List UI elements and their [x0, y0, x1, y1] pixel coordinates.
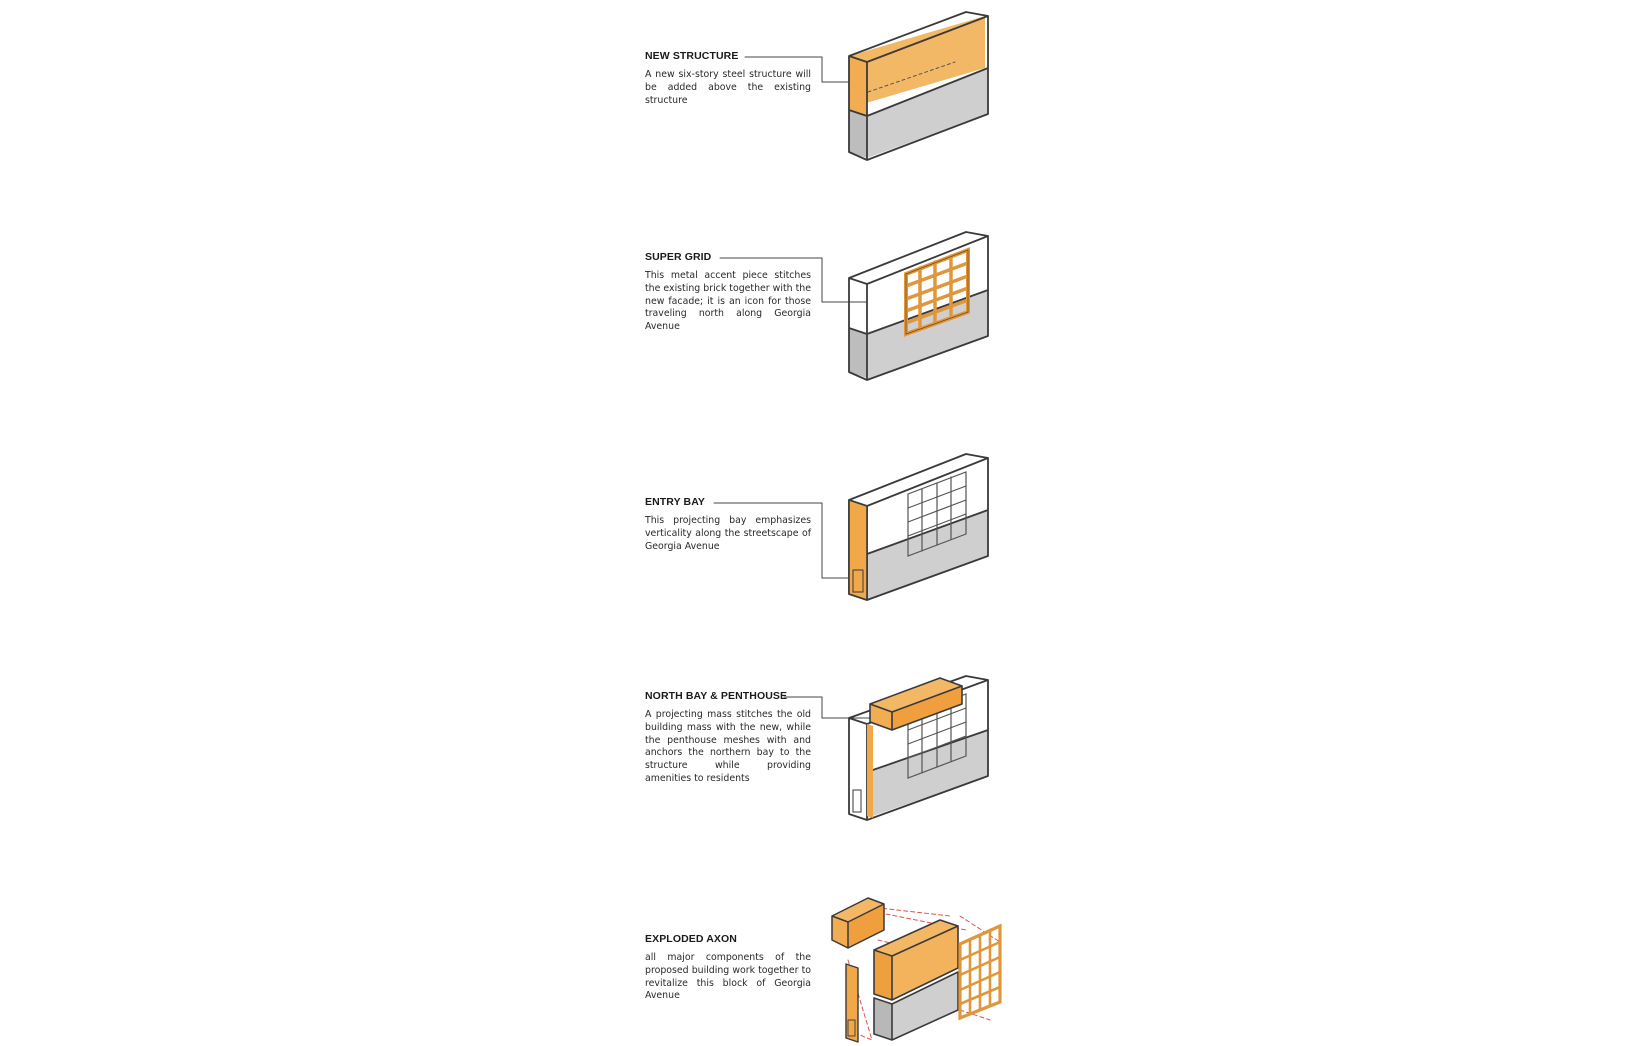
facade-grid [907, 693, 967, 779]
exploded-axon-sketch [831, 897, 1002, 1043]
entry-bay-outline [848, 453, 989, 601]
step-title: ENTRY BAY [645, 496, 706, 508]
orange-top [849, 16, 985, 108]
penthouse-top [870, 678, 962, 712]
step-title: NORTH BAY & PENTHOUSE [645, 690, 788, 702]
step-description: This metal accent piece stitches the exi… [645, 270, 811, 333]
step-title: SUPER GRID [645, 251, 712, 263]
exploded-upper-top [874, 920, 958, 956]
exploded-entry-bay [846, 964, 858, 1042]
gray-lower-left [849, 328, 867, 378]
red-dashed-guides [847, 905, 1001, 1041]
step-description: all major components of the proposed bui… [645, 952, 811, 1002]
dashed-inner-line [867, 61, 956, 93]
north-bay-penthouse-sketch [783, 675, 989, 821]
gray-lower-front [867, 730, 988, 818]
exploded-upper-front [892, 926, 958, 1000]
north-bay-door [852, 789, 862, 813]
orange-side-left [849, 56, 867, 116]
exploded-penthouse-top [832, 898, 884, 922]
penthouse-side [870, 704, 892, 730]
step-exploded-axon: EXPLODED AXON all major components of th… [645, 933, 811, 1003]
metal-grid [904, 247, 970, 337]
north-bay-outline [848, 675, 989, 821]
step-north-bay-penthouse: NORTH BAY & PENTHOUSE A projecting mass … [645, 690, 811, 786]
step-new-structure: NEW STRUCTURE A new six-story steel stru… [645, 50, 811, 107]
new-structure-outline [848, 11, 989, 161]
step-super-grid: SUPER GRID This metal accent piece stitc… [645, 251, 811, 334]
step-description: A projecting mass stitches the old build… [645, 709, 811, 784]
facade-grid [907, 471, 967, 557]
exploded-penthouse-front [848, 904, 884, 948]
step-description: A new six-story steel structure will be … [645, 69, 811, 106]
gray-mass [849, 110, 867, 158]
entry-door [852, 569, 864, 593]
penthouse-front [892, 686, 962, 730]
exploded-lower-side [874, 998, 892, 1040]
super-grid-outline [848, 231, 989, 381]
step-entry-bay: ENTRY BAY This projecting bay emphasizes… [645, 496, 811, 553]
gray-lower-front [867, 510, 988, 600]
north-bay-orange [867, 724, 873, 818]
step-title: EXPLODED AXON [645, 933, 737, 945]
exploded-lower-front [892, 972, 958, 1040]
gray-front [867, 68, 988, 158]
exploded-super-grid [958, 923, 1002, 1021]
gray-lower-front [867, 290, 988, 380]
white-upper-front [867, 238, 988, 336]
orange-front [849, 52, 865, 110]
step-title: NEW STRUCTURE [645, 50, 739, 62]
step-description: This projecting bay emphasizes verticali… [645, 515, 811, 552]
entry-bay-orange [849, 500, 867, 600]
exploded-penthouse-side [832, 916, 848, 948]
exploded-upper-side [874, 950, 892, 1000]
